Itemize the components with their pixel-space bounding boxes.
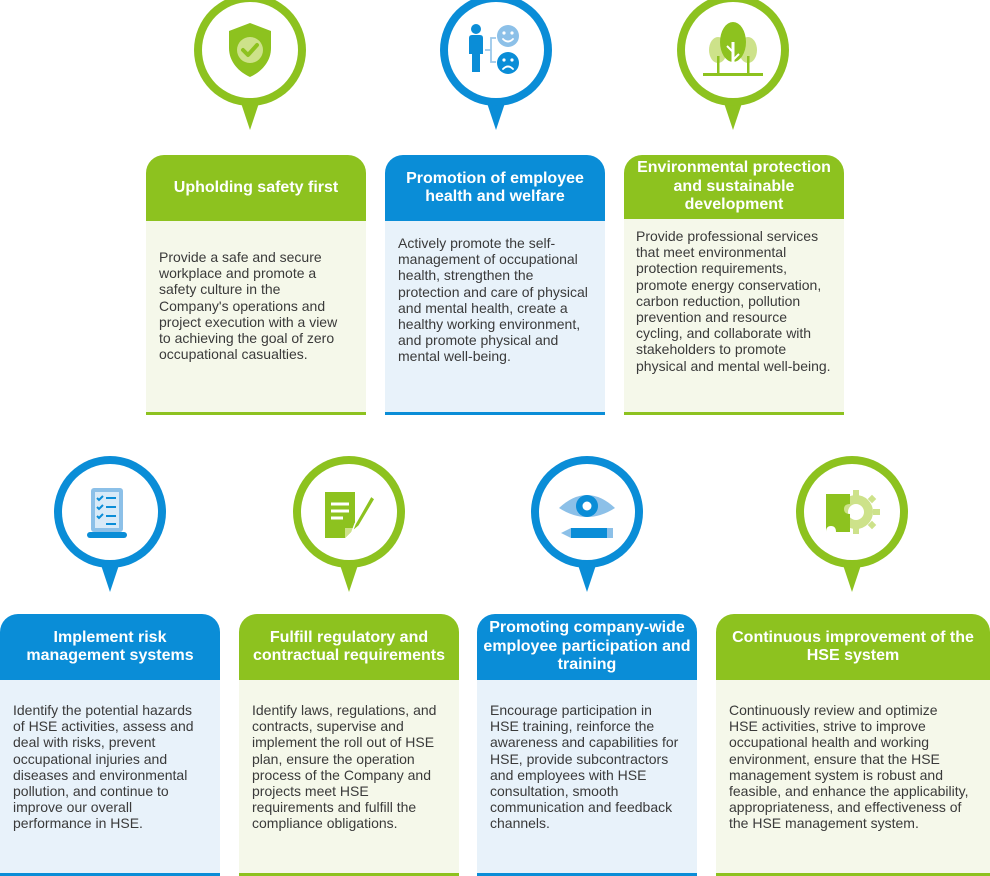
shield-check-icon xyxy=(229,23,271,77)
pin-1 xyxy=(190,0,310,138)
employee-mood-icon xyxy=(469,24,519,74)
card-title: Upholding safety first xyxy=(146,155,366,221)
card-title: Environmental protection and sustainable… xyxy=(624,155,844,219)
card-employee-health: Promotion of employee health and welfare… xyxy=(385,155,605,415)
card-text: Encourage participation in HSE training,… xyxy=(477,680,697,876)
card-regulatory-requirements: Fulfill regulatory and contractual requi… xyxy=(239,614,459,876)
card-title: Continuous improvement of the HSE system xyxy=(716,614,990,680)
card-title: Promotion of employee health and welfare xyxy=(385,155,605,221)
card-text: Identify the potential hazards of HSE ac… xyxy=(0,680,220,876)
checklist-scroll-icon xyxy=(87,488,127,538)
card-title: Fulfill regulatory and contractual requi… xyxy=(239,614,459,680)
card-text: Actively promote the self-management of … xyxy=(385,221,605,415)
card-text: Identify laws, regulations, and contract… xyxy=(239,680,459,876)
card-employee-participation: Promoting company-wide employee particip… xyxy=(477,614,697,876)
pin-6 xyxy=(527,452,647,600)
eye-pencil-icon xyxy=(559,495,615,538)
card-upholding-safety: Upholding safety first Provide a safe an… xyxy=(146,155,366,415)
trees-icon xyxy=(703,22,763,76)
card-title: Promoting company-wide employee particip… xyxy=(477,614,697,680)
document-pen-icon xyxy=(325,492,376,538)
pin-4 xyxy=(50,452,170,600)
card-text: Provide professional services that meet … xyxy=(624,219,844,415)
pin-3 xyxy=(673,0,793,138)
card-environmental-protection: Environmental protection and sustainable… xyxy=(624,155,844,415)
pin-5 xyxy=(289,452,409,600)
card-risk-management: Implement risk management systems Identi… xyxy=(0,614,220,876)
card-continuous-improvement: Continuous improvement of the HSE system… xyxy=(716,614,990,876)
card-text: Continuously review and optimize HSE act… xyxy=(716,680,990,876)
pin-2 xyxy=(436,0,556,138)
pin-7 xyxy=(792,452,912,600)
card-title: Implement risk management systems xyxy=(0,614,220,680)
card-text: Provide a safe and secure workplace and … xyxy=(146,221,366,415)
